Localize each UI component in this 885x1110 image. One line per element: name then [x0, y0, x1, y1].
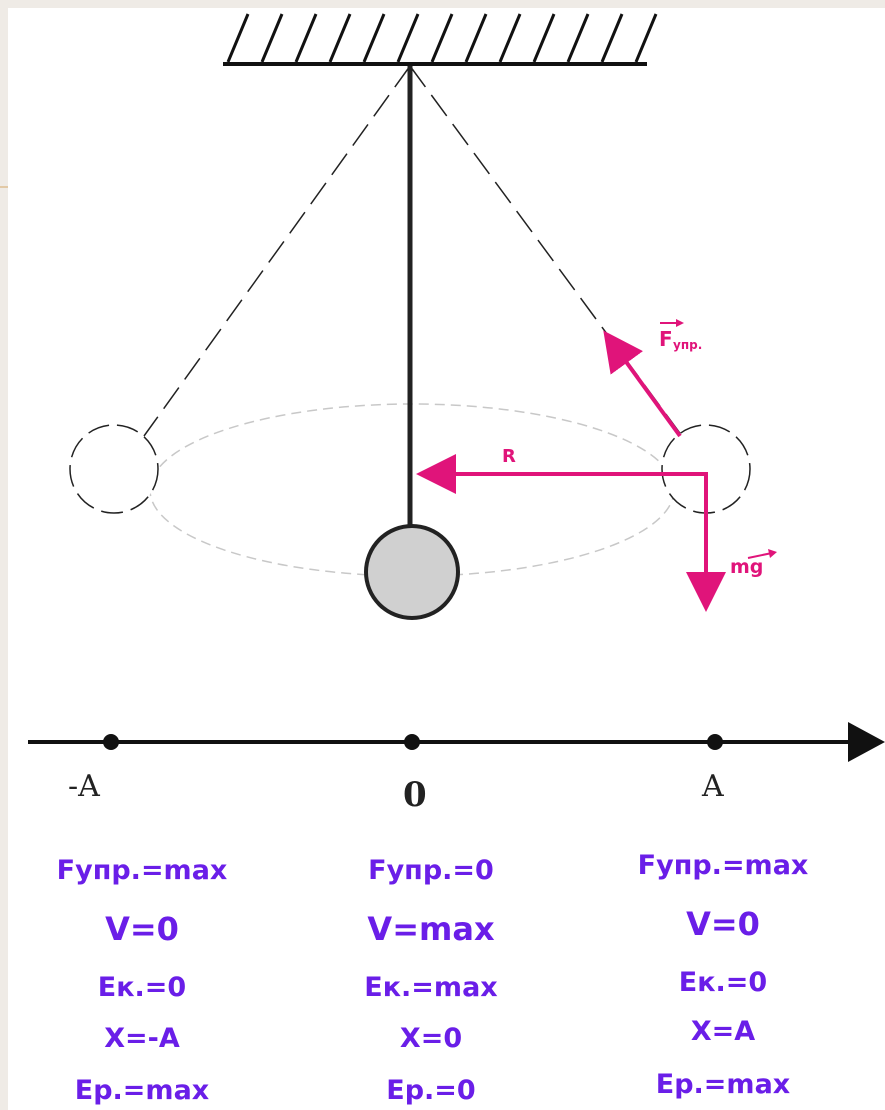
- potential-energy-value: Ep.=max: [655, 1069, 791, 1100]
- axis-point-minus-a: [103, 734, 119, 750]
- svg-text:упр.: упр.: [673, 338, 702, 352]
- displacement-value: X=0: [399, 1023, 463, 1054]
- kinetic-energy-value: Eк.=0: [97, 972, 187, 1003]
- svg-text:mg: mg: [730, 556, 763, 578]
- svg-text:F: F: [659, 327, 673, 351]
- gravity-label: mg: [730, 549, 777, 578]
- ceiling-support: [223, 13, 658, 66]
- axis-label-zero: 0: [403, 775, 427, 815]
- velocity-value: V=max: [367, 910, 495, 948]
- displacement-value: X=-A: [104, 1023, 180, 1054]
- force-value: Fупр.=0: [368, 855, 494, 886]
- axis-point-zero: [404, 734, 420, 750]
- velocity-value: V=0: [105, 910, 179, 948]
- column-minus-a: Fупр.=max V=0 Eк.=0 X=-A Ep.=max: [22, 855, 262, 1106]
- divider: [0, 186, 8, 188]
- tension-label: F упр.: [659, 319, 702, 352]
- axis-point-a: [707, 734, 723, 750]
- force-value: Fупр.=max: [637, 850, 809, 881]
- force-value: Fупр.=max: [56, 855, 228, 886]
- pendulum-bob: [364, 524, 460, 620]
- resultant-label: R: [502, 446, 516, 467]
- column-a: Fупр.=max V=0 Eк.=0 X=A Ep.=max: [603, 850, 843, 1105]
- left-bob-dashed: [69, 424, 159, 514]
- axis-label-a: A: [701, 769, 724, 804]
- kinetic-energy-value: Eк.=max: [364, 972, 498, 1003]
- potential-energy-value: Ep.=0: [386, 1075, 476, 1106]
- tension-vector: [603, 330, 682, 438]
- displacement-value: X=A: [690, 1016, 756, 1047]
- axis-label-minus-a: -A: [68, 769, 100, 804]
- left-string-dashed: [143, 65, 411, 437]
- axis-arrow-icon: [848, 722, 885, 762]
- velocity-value: V=0: [686, 905, 760, 943]
- potential-energy-value: Ep.=max: [74, 1075, 210, 1106]
- column-zero: Fупр.=0 V=max Eк.=max X=0 Ep.=0: [311, 855, 551, 1106]
- kinetic-energy-value: Eк.=0: [678, 967, 768, 998]
